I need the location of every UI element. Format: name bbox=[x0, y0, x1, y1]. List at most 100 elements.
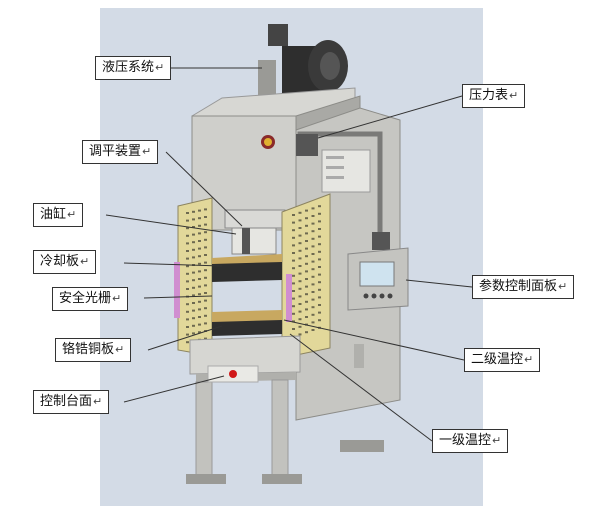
perforation-hole bbox=[198, 331, 201, 334]
control-panel bbox=[347, 247, 409, 311]
perforation-hole bbox=[318, 281, 321, 284]
perforation-hole bbox=[204, 307, 207, 310]
perforation-hole bbox=[204, 322, 207, 325]
perforation-hole bbox=[311, 283, 315, 286]
perforation-hole bbox=[305, 278, 308, 280]
label-leveling-device: 调平装置↵ bbox=[82, 140, 159, 164]
label-text: 控制台面 bbox=[40, 394, 93, 409]
return-mark: ↵ bbox=[142, 145, 152, 158]
perforation-hole bbox=[192, 248, 195, 251]
return-mark: ↵ bbox=[155, 61, 165, 74]
perforation-hole bbox=[204, 269, 207, 272]
perforation-hole bbox=[305, 217, 308, 220]
perforation-hole bbox=[192, 218, 195, 221]
perforation-hole bbox=[298, 333, 302, 336]
perforation-hole bbox=[292, 290, 295, 292]
perforation-hole bbox=[204, 246, 207, 249]
perforation-hole bbox=[311, 321, 315, 324]
perforation-hole bbox=[292, 282, 295, 285]
return-mark: ↵ bbox=[524, 353, 534, 366]
perforation-hole bbox=[204, 299, 207, 302]
perforation-hole bbox=[198, 278, 201, 280]
perforation-hole bbox=[298, 295, 302, 298]
label-text: 液压系统 bbox=[102, 60, 155, 75]
perforation-hole bbox=[318, 273, 321, 276]
cooling-plate bbox=[212, 254, 282, 282]
perforation-hole bbox=[292, 214, 295, 216]
perforation-hole bbox=[292, 252, 295, 254]
label-secondary-temp-control: 二级温控↵ bbox=[464, 348, 541, 372]
perforation-hole bbox=[311, 329, 315, 331]
label-text: 一级温控 bbox=[439, 433, 492, 448]
perforation-hole bbox=[298, 287, 302, 290]
perforation-hole bbox=[318, 205, 321, 208]
perforation-hole bbox=[298, 257, 302, 260]
perforation-hole bbox=[318, 243, 321, 246]
perforation-hole bbox=[311, 306, 315, 309]
perforation-hole bbox=[192, 256, 195, 259]
perforation-hole bbox=[311, 298, 315, 301]
return-mark: ↵ bbox=[67, 208, 77, 221]
label-text: 安全光栅 bbox=[59, 291, 112, 306]
perforation-hole bbox=[186, 212, 189, 214]
perforation-hole bbox=[318, 288, 321, 291]
perforation-hole bbox=[298, 211, 302, 214]
perforation-hole bbox=[186, 288, 189, 290]
perforation-hole bbox=[198, 300, 201, 303]
perforation-hole bbox=[298, 234, 302, 237]
perforation-hole bbox=[204, 284, 207, 287]
perforation-hole bbox=[292, 236, 295, 239]
perforation-hole bbox=[198, 270, 201, 273]
perforation-hole bbox=[298, 265, 302, 267]
perforation-hole bbox=[186, 341, 189, 344]
perforation-hole bbox=[186, 219, 189, 222]
perforation-hole bbox=[298, 318, 302, 321]
perforation-hole bbox=[318, 250, 321, 253]
perforation-hole bbox=[186, 234, 189, 237]
perforation-hole bbox=[305, 209, 308, 212]
return-mark: ↵ bbox=[115, 343, 125, 356]
perforation-hole bbox=[192, 271, 195, 274]
perforation-hole bbox=[305, 308, 308, 311]
label-pressure-gauge: 压力表↵ bbox=[462, 84, 526, 108]
perforation-hole bbox=[186, 250, 189, 252]
perforation-hole bbox=[204, 223, 207, 226]
label-text: 二级温控 bbox=[471, 352, 524, 367]
perforation-hole bbox=[292, 229, 295, 232]
perforation-hole bbox=[305, 316, 308, 318]
perforation-hole bbox=[305, 224, 308, 227]
perforation-hole bbox=[192, 324, 195, 327]
label-parameter-control-panel: 参数控制面板↵ bbox=[472, 275, 575, 299]
perforation-hole bbox=[311, 313, 315, 316]
label-control-table: 控制台面↵ bbox=[33, 390, 110, 414]
perforation-hole bbox=[198, 308, 201, 311]
perforation-hole bbox=[318, 228, 321, 230]
perforation-hole bbox=[204, 208, 207, 211]
perforation-hole bbox=[204, 231, 207, 234]
perforation-hole bbox=[186, 272, 189, 275]
perforation-hole bbox=[311, 260, 315, 263]
perforation-hole bbox=[198, 285, 201, 288]
perforation-hole bbox=[204, 254, 207, 256]
perforation-hole bbox=[186, 257, 189, 260]
return-mark: ↵ bbox=[558, 280, 568, 293]
perforation-hole bbox=[298, 219, 302, 222]
perforation-hole bbox=[186, 333, 189, 336]
perforation-hole bbox=[186, 280, 189, 283]
perforation-hole bbox=[198, 316, 201, 318]
label-cooling-plate: 冷却板↵ bbox=[33, 250, 97, 274]
safety-guards bbox=[174, 193, 331, 359]
perforation-hole bbox=[311, 268, 315, 271]
perforation-hole bbox=[311, 275, 315, 278]
perforation-hole bbox=[305, 331, 308, 334]
machine-base bbox=[186, 335, 384, 484]
perforation-hole bbox=[311, 253, 315, 255]
perforation-hole bbox=[198, 247, 201, 250]
perforation-hole bbox=[298, 272, 302, 275]
return-mark: ↵ bbox=[492, 434, 502, 447]
perforation-hole bbox=[204, 216, 207, 218]
label-chrome-zirconium-copper-plate: 铬锆铜板↵ bbox=[55, 338, 132, 362]
label-text: 油缸 bbox=[40, 207, 67, 222]
